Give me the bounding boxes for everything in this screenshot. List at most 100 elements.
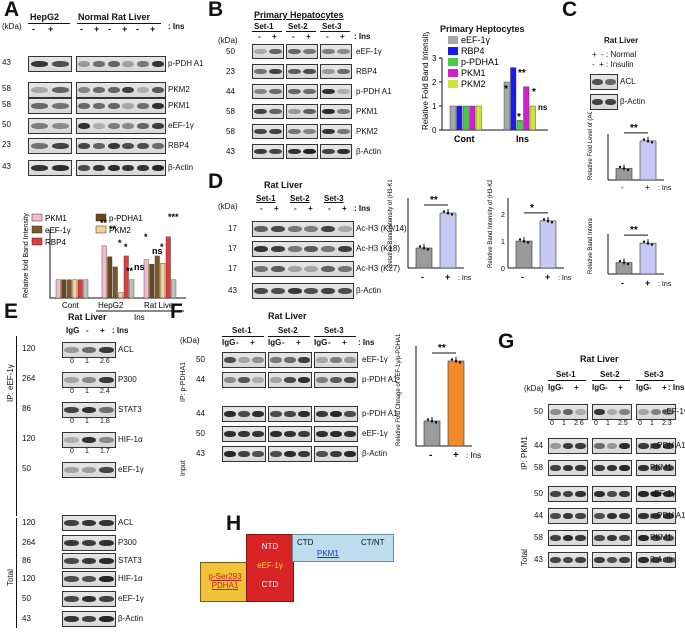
row-label: β-Actin: [118, 614, 144, 623]
quant-value: 2.3: [662, 420, 672, 427]
band: [269, 148, 282, 155]
quant-value: 1.8: [100, 418, 110, 425]
mw-label: 58: [534, 463, 543, 472]
lane-label: IgG: [592, 383, 606, 392]
y-axis-label: Relative Fold Band Intensity: [421, 32, 430, 130]
band: [550, 535, 561, 541]
bar: [415, 247, 433, 269]
significance-mark: ***: [168, 212, 179, 222]
quant-value: 0: [550, 420, 554, 427]
lane-label: +: [618, 383, 623, 392]
band: [321, 266, 335, 272]
blot-title: Primary Hepatocytes: [254, 10, 344, 20]
bar: [160, 263, 166, 299]
lane-label: IgG: [314, 338, 328, 347]
quant-value: 2.5: [618, 420, 628, 427]
chart-c: Relative Fold Level of (ACL)**-+: Ins: [588, 112, 672, 192]
band: [271, 226, 285, 232]
bar: [123, 255, 129, 299]
band: [562, 443, 574, 449]
band: [284, 411, 296, 417]
lane-sign: +: [150, 24, 156, 34]
ctd-label: CTD: [261, 580, 279, 589]
lane-sign: -: [294, 204, 297, 213]
band: [51, 87, 70, 93]
band: [605, 99, 616, 105]
mw-label: 44: [534, 441, 543, 450]
x-tick-label: : Ins: [658, 281, 672, 288]
band: [663, 557, 674, 563]
band: [122, 165, 135, 171]
blot-strip: [252, 124, 284, 139]
blot-strip: [222, 372, 266, 388]
set-label: Set-1: [254, 22, 274, 31]
blot-strip: [268, 426, 312, 442]
significance-mark: **: [109, 224, 117, 234]
total-label: Total: [6, 569, 15, 586]
mw-label: 50: [2, 120, 11, 129]
y-axis-label: Relative Band Intensity of (K9/14): [588, 218, 594, 274]
blot-strip: [28, 160, 72, 176]
band: [78, 143, 91, 149]
band: [344, 357, 356, 363]
band: [638, 409, 649, 415]
band: [337, 88, 350, 95]
blot-strip: [222, 446, 266, 462]
bar: [523, 86, 530, 131]
band: [606, 443, 618, 449]
row-label: PKM2: [168, 85, 190, 94]
band: [224, 411, 236, 417]
mw-label: 43: [196, 449, 205, 458]
row-label: ACL: [620, 77, 636, 86]
kda-label: (kDa): [2, 22, 22, 31]
cond-insulin: - + : Insulin: [592, 60, 634, 69]
band: [337, 108, 350, 115]
band: [606, 465, 618, 471]
mw-label: 23: [226, 67, 235, 76]
group-hepg2: HepG2: [30, 12, 60, 22]
blot-strip: [62, 571, 116, 587]
band: [284, 431, 296, 437]
band: [51, 165, 70, 171]
blot-strip: [314, 352, 358, 368]
lane-sign: -: [328, 204, 331, 213]
mw-label: 43: [2, 58, 11, 67]
blot-strip: [548, 404, 588, 420]
y-tick-label: 2: [432, 78, 437, 87]
input-label: Input: [180, 460, 187, 476]
band: [606, 513, 618, 519]
y-tick-label: 1: [432, 102, 437, 111]
band: [638, 535, 649, 541]
row-label: β-Actin: [620, 97, 646, 106]
row-label: Ac-H3 (K27): [356, 264, 401, 273]
band: [252, 357, 264, 363]
band: [650, 535, 662, 541]
mw-label: 17: [228, 264, 237, 273]
blot-strip: [592, 530, 632, 546]
band: [30, 165, 49, 171]
quant-value: 2.6: [574, 420, 584, 427]
x-tick-label: -: [421, 272, 424, 282]
band: [64, 437, 79, 443]
lane-sign: +: [48, 24, 54, 34]
kda-label: (kDa): [218, 202, 238, 211]
bar: [55, 279, 61, 299]
set-underline: [320, 31, 350, 32]
band: [78, 165, 91, 171]
legend-swatch: [448, 69, 458, 77]
lane-sign: +: [94, 24, 100, 34]
band: [562, 409, 574, 415]
legend-label: eEF-1γ: [461, 35, 491, 45]
band: [81, 407, 97, 413]
significance-mark: ns: [152, 246, 163, 256]
eef1g-domain: NTD eEF-1γ CTD: [246, 534, 294, 602]
row-label: p-PDH A1: [362, 409, 398, 418]
band: [298, 451, 310, 457]
x-category: Ins: [134, 313, 145, 322]
band: [550, 443, 561, 449]
band: [316, 357, 328, 363]
mw-label: 43: [22, 614, 31, 623]
band: [284, 451, 296, 457]
data-point: [642, 240, 646, 243]
bar: [61, 279, 67, 299]
